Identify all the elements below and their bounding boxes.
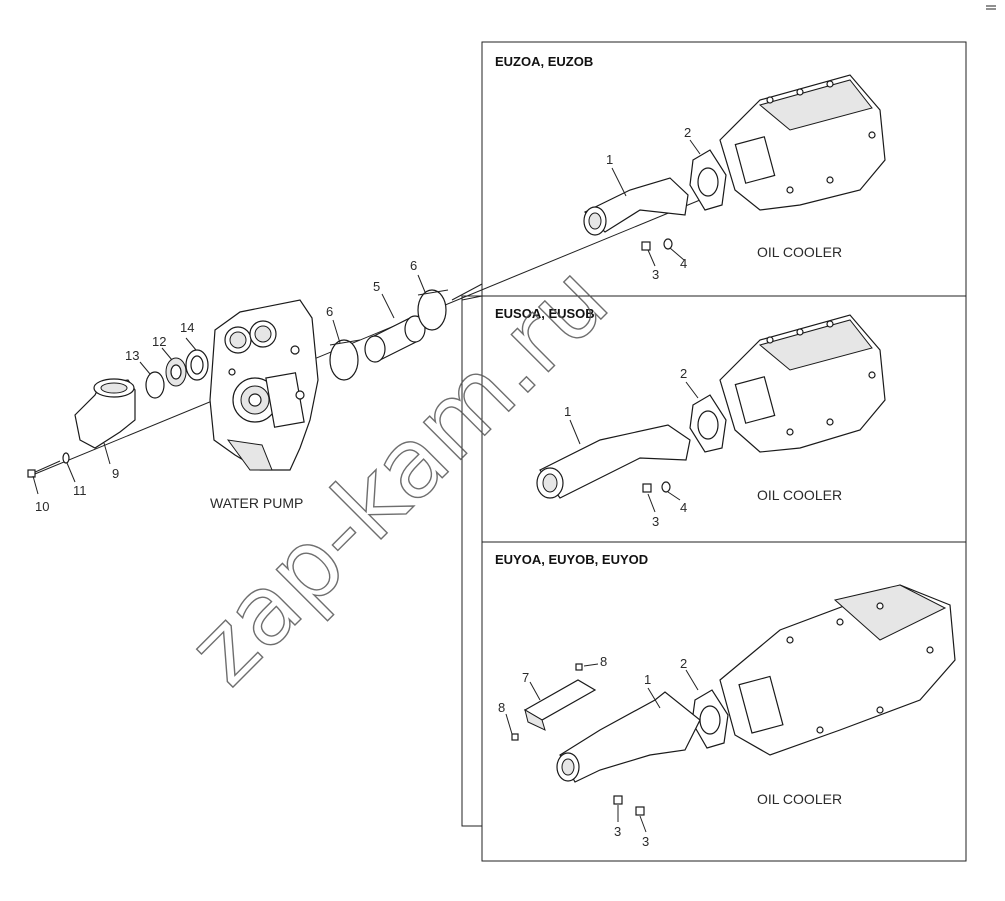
panels-frame (481, 41, 967, 862)
washer-11 (62, 452, 70, 464)
p1-callout-4: 4 (680, 256, 687, 271)
p2-callout-4: 4 (680, 500, 687, 515)
callout-6a: 6 (326, 304, 333, 319)
callout-5: 5 (373, 279, 380, 294)
p3-callout-8a: 8 (600, 654, 607, 669)
ring-13 (145, 371, 165, 399)
oil-cooler-2 (719, 314, 886, 453)
callout-13: 13 (125, 348, 139, 363)
pipe-1-p1 (583, 177, 689, 236)
oil-cooler-1 (719, 74, 886, 211)
oil-cooler-3 (719, 584, 956, 756)
bolt-3-p1 (641, 241, 651, 251)
bolt-3a-p3 (613, 795, 623, 805)
water-pump-caption: WATER PUMP (210, 495, 303, 511)
bolt-8b (511, 733, 519, 741)
callout-6b: 6 (410, 258, 417, 273)
water-pump-drawing (209, 299, 319, 471)
bolt-10 (32, 460, 61, 474)
bolt-3-p2 (642, 483, 652, 493)
callout-12: 12 (152, 334, 166, 349)
washer-4-p1 (663, 238, 673, 250)
p1-callout-3: 3 (652, 267, 659, 282)
panel2-caption: OIL COOLER (757, 487, 842, 503)
p3-callout-3a: 3 (614, 824, 621, 839)
p3-callout-1: 1 (644, 672, 651, 687)
callout-14: 14 (180, 320, 194, 335)
pipe-1-p2 (536, 424, 691, 499)
callout-10: 10 (35, 499, 49, 514)
corner-mark (986, 5, 996, 10)
p2-callout-3: 3 (652, 514, 659, 529)
p1-callout-1: 1 (606, 152, 613, 167)
panel1-header: EUZOA, EUZOB (495, 54, 593, 69)
panel1-caption: OIL COOLER (757, 244, 842, 260)
hose-5 (364, 315, 426, 363)
bracket-line (461, 295, 482, 827)
clamp-6a (329, 339, 359, 381)
panel3-header: EUYOA, EUYOB, EUYOD (495, 552, 648, 567)
gasket-2-p1 (689, 149, 727, 211)
bolt-8a (575, 663, 583, 671)
bolt-3b-p3 (635, 806, 645, 816)
p2-callout-1: 1 (564, 404, 571, 419)
washer-4-p2 (661, 481, 671, 493)
p2-callout-2: 2 (680, 366, 687, 381)
callout-9: 9 (112, 466, 119, 481)
clamp-6b (417, 289, 447, 331)
gasket-2-p2 (689, 394, 727, 453)
p3-callout-7: 7 (522, 670, 529, 685)
p3-callout-2: 2 (680, 656, 687, 671)
elbow-9 (74, 378, 136, 449)
pipe-1-p3 (556, 691, 701, 783)
bracket-7 (523, 679, 597, 731)
p3-callout-3b: 3 (642, 834, 649, 849)
callout-11: 11 (73, 483, 87, 498)
assembly-axis (29, 199, 701, 477)
p3-callout-8b: 8 (498, 700, 505, 715)
panel2-header: EUSOA, EUSOB (495, 306, 595, 321)
p1-callout-2: 2 (684, 125, 691, 140)
panel3-caption: OIL COOLER (757, 791, 842, 807)
